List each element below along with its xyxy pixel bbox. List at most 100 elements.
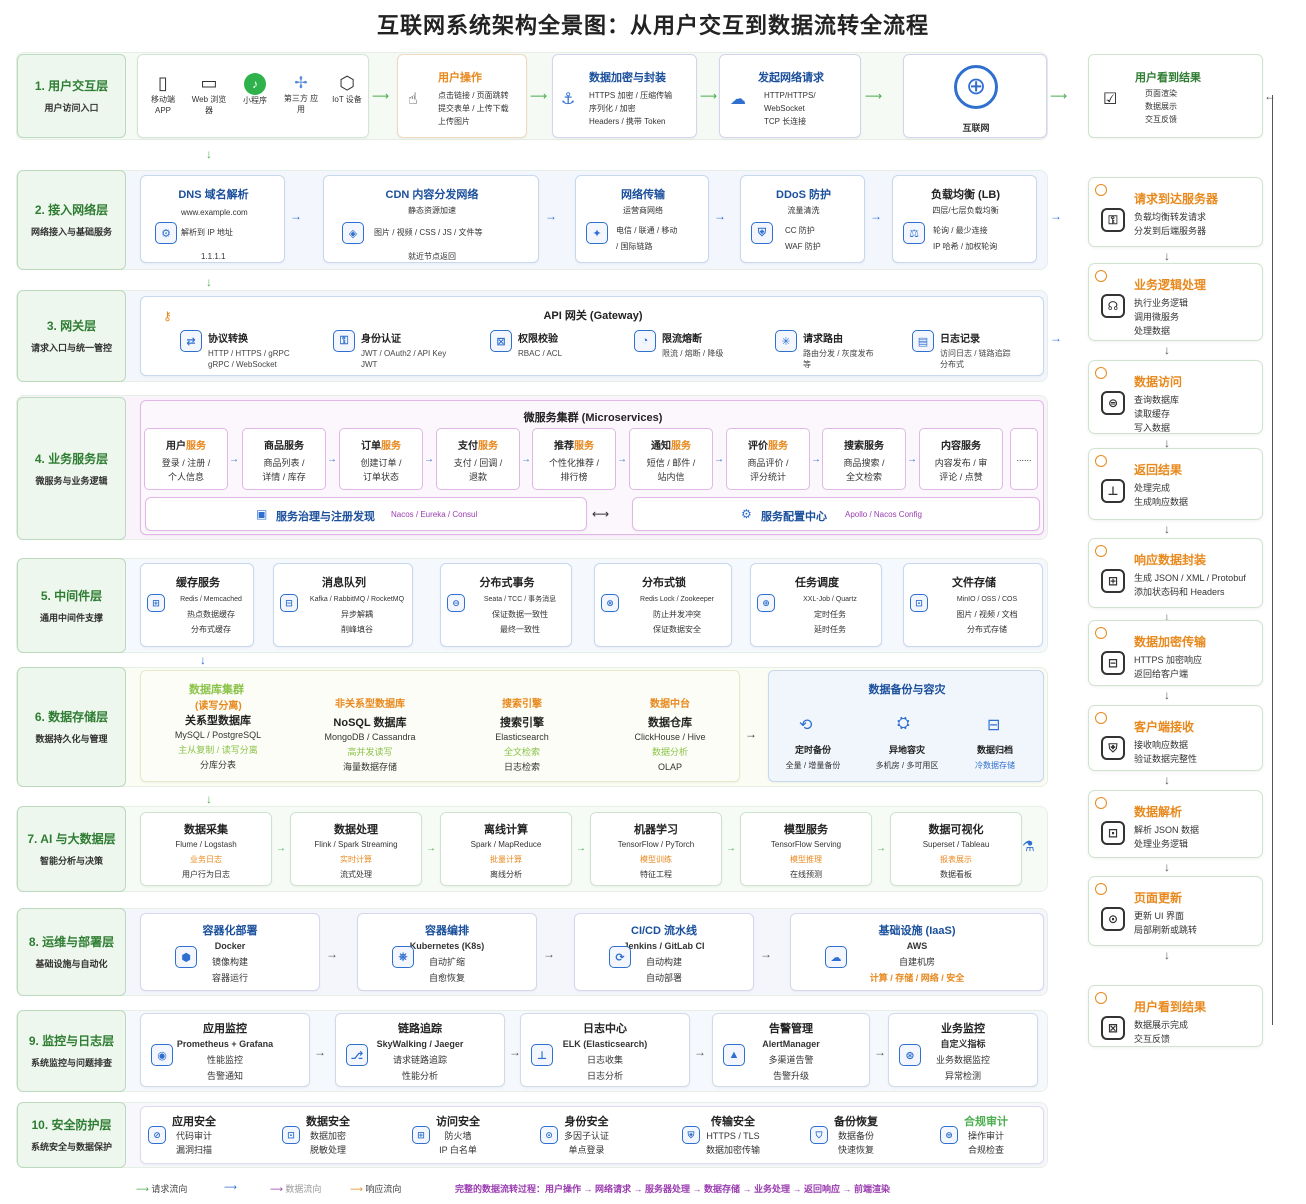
network-icon: ✦	[586, 222, 608, 244]
arrow-down: ↓	[1164, 522, 1170, 536]
arrow-down: ↓	[1164, 610, 1170, 624]
arrow-down: ↓	[1164, 948, 1170, 962]
security-icon: ⊙	[540, 1126, 558, 1144]
line-text: Flume / Logstash	[175, 840, 237, 849]
flow-card: ⊠用户看到结果数据展示完成交互反馈	[1088, 985, 1263, 1047]
security-title: 合规审计	[964, 1116, 1008, 1128]
database-cluster: 数据库集群 (读写分离)	[140, 670, 740, 782]
service-card: 商品服务商品列表 / 详情 / 库存	[242, 428, 326, 490]
gateway-item-log: ▤日志记录访问日志 / 链路追踪 分布式	[912, 330, 1011, 370]
service-card: 搜索服务商品搜索 / 全文检索	[822, 428, 906, 490]
arrow-right: →	[576, 843, 586, 854]
service-card: 推荐服务个性化推荐 / 排行榜	[532, 428, 616, 490]
arrow-right: →	[426, 843, 436, 854]
arrow-down: ↓	[1164, 773, 1170, 787]
arrow-down: ↓	[1164, 249, 1170, 263]
flow-card: ⛨客户端接收接收响应数据验证数据完整性	[1088, 705, 1263, 771]
flow-card: ⊥返回结果处理完成生成响应数据	[1088, 448, 1263, 520]
line-text: 定时任务	[814, 610, 846, 619]
arrow-right: ⟶	[530, 89, 548, 103]
user-result-box: 用户看到结果 ☑ 页面渲染数据展示交互反馈	[1088, 54, 1263, 138]
arrow-right: →	[694, 1045, 706, 1059]
middleware-icon: ⊟	[280, 594, 298, 612]
security-title: 传输安全	[711, 1116, 755, 1128]
flow-card: ⊙页面更新更新 UI 界面局部刷新或跳转	[1088, 876, 1263, 946]
line-text: MongoDB / Cassandra	[324, 732, 416, 742]
step-badge	[1095, 545, 1107, 557]
shield-icon: ⛨	[751, 222, 773, 244]
line-text: XXL-Job / Quartz	[803, 596, 857, 603]
line-text: Jenkins / GitLab CI	[623, 941, 705, 951]
middleware-icon: ⊡	[910, 594, 928, 612]
arrow-right: →	[726, 843, 736, 854]
service-registry: ▣ 服务治理与注册发现 Nacos / Eureka / Consul	[145, 497, 587, 531]
db-category: 数据中台	[650, 699, 690, 710]
service-title: 内容服务	[941, 441, 981, 452]
service-title: 商品服务	[264, 441, 304, 452]
service-title: 通知服务	[651, 441, 691, 452]
layer-label-9: 9. 监控与日志层系统监控与问题排查	[17, 1010, 126, 1092]
line-text: 漏洞扫描	[175, 1145, 212, 1155]
service-card: 支付服务支付 / 回调 / 退款	[436, 428, 520, 490]
ops-title: 容器编排	[425, 925, 469, 937]
monitor-title: 应用监控	[203, 1023, 247, 1035]
line-text: 告警通知	[206, 1071, 243, 1081]
middleware-icon: ⊗	[601, 594, 619, 612]
middleware-icon: ⊖	[447, 594, 465, 612]
flow-icon: ⊡	[1101, 821, 1125, 845]
line-text: 脱敏处理	[309, 1145, 346, 1155]
routing-icon: ✳	[775, 330, 797, 352]
layer-label-1: 1. 用户交互层用户访问入口	[17, 54, 126, 138]
flow-title: 请求到达服务器	[1134, 192, 1219, 206]
phone-icon: ▯	[158, 73, 168, 93]
step-lines: 点击链接 / 页面跳转提交表单 / 上传下载上传图片	[438, 91, 509, 126]
user-check-icon: ☑	[1103, 91, 1118, 108]
arrow-right: →	[314, 1045, 326, 1059]
globe-icon: ⊕	[954, 65, 998, 109]
security-icon: ⊘	[148, 1126, 166, 1144]
service-desc: 支付 / 回调 / 退款	[453, 458, 503, 482]
line-text: 日志收集	[586, 1055, 623, 1065]
arrow-right: →	[1050, 331, 1062, 345]
dns-icon: ⚙	[155, 222, 177, 244]
dns-box: DNS 域名解析 www.example.com ⚙ 解析到 IP 地址 1.1…	[140, 175, 285, 263]
arrow-down: ↓	[206, 147, 212, 161]
service-title: 推荐服务	[554, 441, 594, 452]
flow-card: ☊业务逻辑处理执行业务逻辑调用微服务处理数据	[1088, 263, 1263, 341]
line-text: 分布式存储	[967, 625, 1007, 634]
layer-label-7: 7. AI 与大数据层智能分析与决策	[17, 806, 126, 892]
service-title: 搜索服务	[844, 441, 884, 452]
line-text: 业务数据监控	[935, 1055, 990, 1065]
feedback-line	[1272, 95, 1273, 1025]
flow-title: 返回结果	[1134, 463, 1183, 477]
db-title: 数据仓库	[648, 717, 692, 729]
monitor-card: 业务监控⊛自定义指标业务数据监控异常检测	[888, 1013, 1038, 1087]
legend-data-label: ⟶ 数据流向	[270, 1184, 322, 1194]
ops-title: CI/CD 流水线	[631, 925, 697, 937]
arrow-down: ↓	[200, 653, 206, 667]
line-text: 高并发读写	[347, 747, 393, 757]
legend-data: ⟶	[224, 1182, 237, 1192]
ops-icon: ⟳	[609, 946, 631, 968]
backup-icon: ⟲	[799, 717, 813, 734]
legend-response: ⟶ 响应流向	[350, 1184, 402, 1194]
diagram-title: 互联网系统架构全景图：从用户交互到数据流转全流程	[376, 13, 929, 38]
step-badge	[1095, 992, 1107, 1004]
flow-card: ⊜数据访问查询数据库读取缓存写入数据	[1088, 360, 1263, 434]
line-text: 全文检索	[503, 747, 540, 757]
service-card: 内容服务内容发布 / 审 评论 / 点赞	[919, 428, 1003, 490]
layer-label-5: 5. 中间件层通用中间件支撑	[17, 558, 126, 653]
security-title: 数据安全	[306, 1116, 350, 1128]
line-text: 镜像构建	[211, 957, 248, 967]
service-desc: 个性化推荐 / 排行榜	[548, 458, 599, 482]
middleware-icon: ⊕	[757, 594, 775, 612]
flow-title: 数据解析	[1134, 805, 1183, 819]
